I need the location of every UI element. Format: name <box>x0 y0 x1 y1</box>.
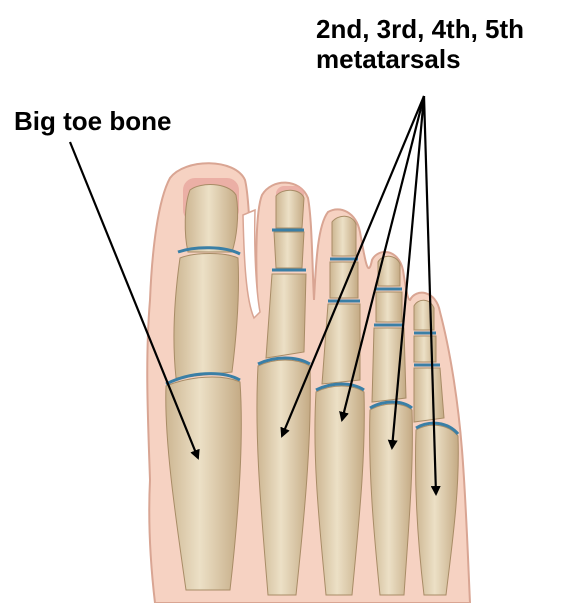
big-toe-distal-phalanx <box>185 185 237 252</box>
fifth-toe-bones <box>414 300 458 595</box>
metatarsals-label-line2: metatarsals <box>316 44 524 74</box>
metatarsals-label-line1: 2nd, 3rd, 4th, 5th <box>316 14 524 44</box>
big-toe-bone-label: Big toe bone <box>14 106 171 136</box>
metatarsals-label: 2nd, 3rd, 4th, 5th metatarsals <box>316 14 524 74</box>
big-toe-proximal-phalanx <box>174 254 239 379</box>
